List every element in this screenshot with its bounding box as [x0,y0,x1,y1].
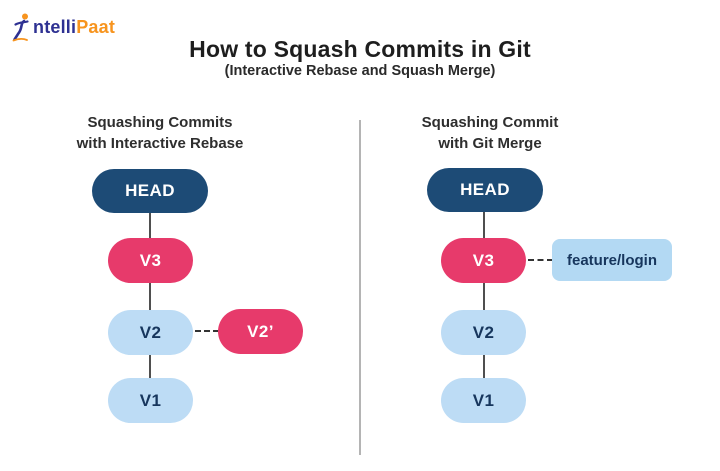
left-panel-heading-line2: with Interactive Rebase [76,135,244,152]
right-commit-node-v1: V1 [441,378,526,423]
left-commit-node-head: HEAD [92,169,208,213]
branch-label-feature-login: feature/login [552,239,672,281]
left-rebase-dotted-link [195,330,219,332]
right-commit-node-v2: V2 [441,310,526,355]
logo-text-intelli: ntelli [33,16,77,37]
right-commit-node-head: HEAD [427,168,543,212]
right-commit-connector-line [483,190,485,402]
intellipaat-logo: ntelliPaat [10,12,115,42]
left-commit-node-v2-prime: V2’ [218,309,303,354]
left-commit-node-v1: V1 [108,378,193,423]
page-title: How to Squash Commits in Git [189,36,531,62]
right-commit-node-v3: V3 [441,238,526,283]
left-panel-heading-line1: Squashing Commits [87,114,233,131]
left-panel-heading: Squashing Commits with Interactive Rebas… [20,112,300,154]
page-subtitle: (Interactive Rebase and Squash Merge) [224,63,496,79]
logo-text-paat: Paat [76,16,116,37]
right-panel-heading-line1: Squashing Commit [421,114,559,131]
logo-wordmark: ntelliPaat [33,16,116,38]
right-panel-heading-line2: with Git Merge [438,135,542,152]
panel-divider [359,120,361,455]
left-commit-connector-line [149,190,151,402]
left-commit-node-v2: V2 [108,310,193,355]
left-commit-node-v3: V3 [108,238,193,283]
right-branch-dotted-link [528,259,553,261]
logo-person-icon [10,12,36,42]
right-panel-heading: Squashing Commit with Git Merge [350,112,630,154]
